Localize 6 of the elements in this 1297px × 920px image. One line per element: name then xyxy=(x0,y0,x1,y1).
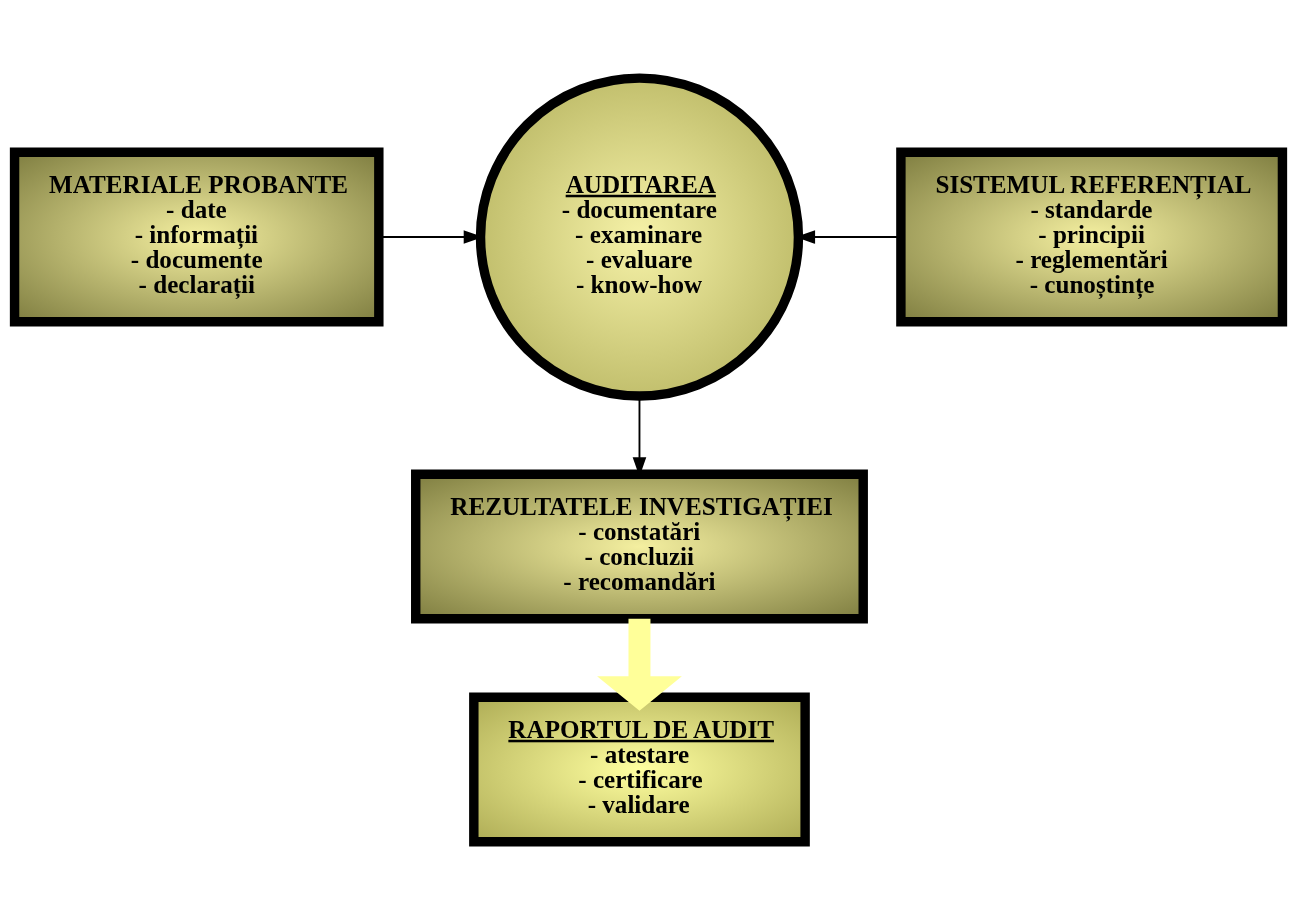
node-box: SISTEMUL REFERENȚIAL - standarde - principii - reglementări - cunoștințe xyxy=(896,147,1288,327)
node-box: REZULTATELE INVESTIGAȚIEI - constatări - concluzii - recomandări xyxy=(411,469,868,624)
node-box: MATERIALE PROBANTE - date - informații - documente - declarații xyxy=(9,147,384,327)
node-circle: AUDITAREA - documentare - examinare - evaluare - know-how xyxy=(475,73,804,401)
arrow xyxy=(597,618,682,711)
node-box: RAPORTUL DE AUDIT - atestare - certificare - validare xyxy=(469,692,810,847)
